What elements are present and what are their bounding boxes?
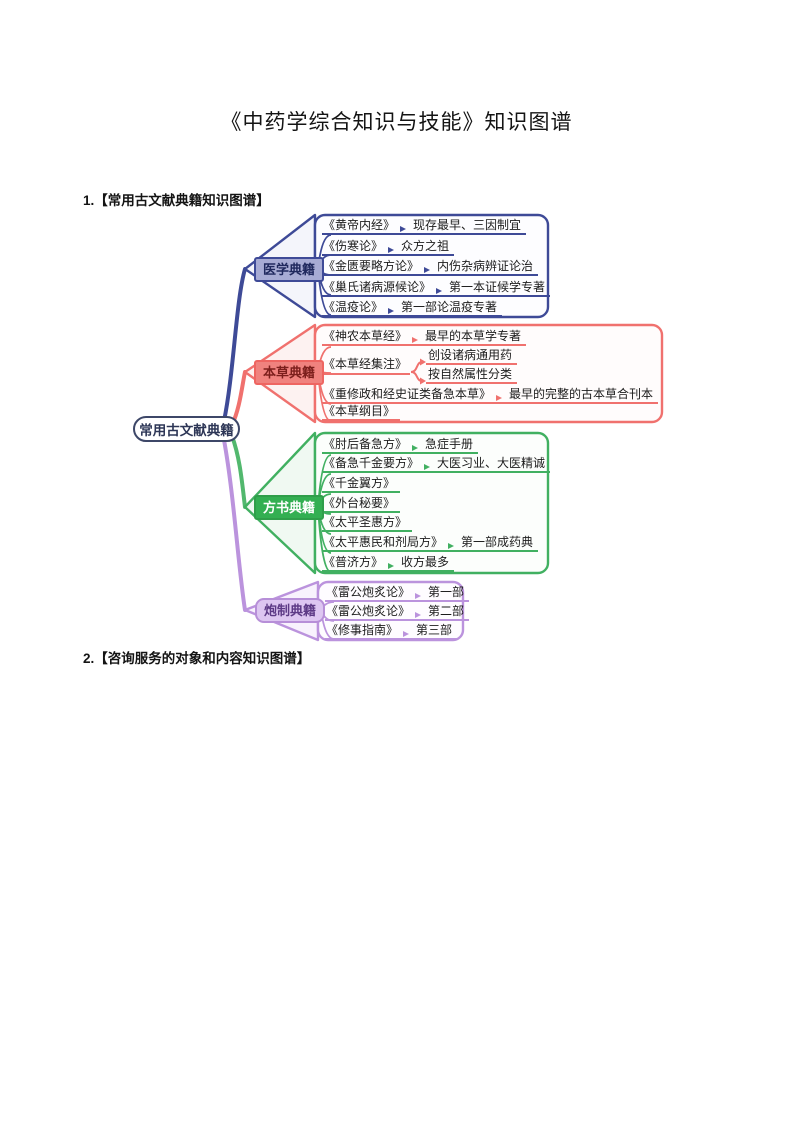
arrow-icon	[424, 464, 431, 471]
item-title: 《巢氏诸病源候论》	[323, 279, 432, 294]
arrow-icon	[400, 226, 407, 233]
root-node: 常用古文献典籍	[133, 416, 240, 442]
arrow-icon	[388, 246, 395, 253]
arrow-icon	[412, 337, 419, 343]
arrow-icon	[424, 267, 431, 274]
fork-icon	[410, 358, 427, 385]
map-item: 《金匮要略方论》 内伤杂病辨证论治	[322, 256, 539, 277]
items-prescription: 《肘后备急方》 急症手册 《备急千金要方》 大医习业、大医精诚 《千金翼方》 《…	[322, 434, 551, 572]
map-item: 《太平惠民和剂局方》 第一部成药典	[322, 532, 539, 553]
item-desc: 按自然属性分类	[426, 365, 518, 384]
item-desc: 急症手册	[425, 436, 474, 451]
item-desc: 现存最早、三因制宜	[413, 218, 522, 233]
arrow-icon	[436, 287, 443, 294]
section-heading-2: 2.【咨询服务的对象和内容知识图谱】	[83, 651, 311, 666]
item-desc: 第三部	[416, 623, 453, 637]
map-item: 《修事指南》 第三部	[325, 621, 458, 640]
item-desc: 最早的完整的古本草合刊本	[509, 387, 654, 401]
item-title: 《神农本草经》	[323, 329, 408, 343]
item-desc: 第一部	[428, 585, 465, 599]
map-item: 《本草经集注》 创设诸病通用药 按自然属性分类	[322, 346, 518, 385]
arrow-icon	[412, 444, 419, 451]
arrow-icon	[415, 612, 422, 618]
map-item: 《神农本草经》 最早的本草学专著	[322, 326, 527, 346]
item-desc: 最早的本草学专著	[425, 329, 522, 343]
branch-curve-processing	[222, 438, 247, 612]
item-desc: 第一部论温疫专著	[401, 299, 498, 314]
page-title: 《中药学综合知识与技能》知识图谱	[220, 110, 573, 134]
item-desc: 第二部	[428, 604, 465, 618]
map-item: 《重修政和经史证类备急本草》 最早的完整的古本草合刊本	[322, 384, 659, 404]
item-title: 《雷公炮炙论》	[326, 604, 411, 618]
item-title: 《伤寒论》	[323, 238, 384, 253]
section-heading-1: 1.【常用古文献典籍知识图谱】	[83, 193, 270, 208]
item-title: 《本草经集注》	[322, 356, 411, 375]
map-item: 《普济方》 收方最多	[322, 552, 455, 572]
item-title: 《重修政和经史证类备急本草》	[323, 387, 492, 401]
items-processing: 《雷公炮炙论》 第一部 《雷公炮炙论》 第二部 《修事指南》 第三部	[325, 583, 470, 640]
items-herbal: 《神农本草经》 最早的本草学专著 《本草经集注》 创设诸病通用药 按自然属性分类…	[322, 326, 659, 421]
map-item: 《黄帝内经》 现存最早、三因制宜	[322, 215, 527, 236]
item-title: 《修事指南》	[326, 623, 399, 637]
item-title: 《本草纲目》	[323, 404, 396, 418]
map-item: 《本草纲目》	[322, 404, 401, 421]
item-title: 《雷公炮炙论》	[326, 585, 411, 599]
branch-label-processing: 炮制典籍	[255, 598, 325, 623]
map-item: 《巢氏诸病源候论》 第一本证候学专著	[322, 276, 551, 297]
item-title: 《千金翼方》	[323, 476, 396, 491]
item-desc: 众方之祖	[401, 238, 450, 253]
item-title: 《金匮要略方论》	[323, 259, 420, 274]
items-medical: 《黄帝内经》 现存最早、三因制宜 《伤寒论》 众方之祖 《金匮要略方论》 内伤杂…	[322, 215, 551, 317]
item-desc: 第一部成药典	[461, 535, 534, 550]
item-title: 《肘后备急方》	[323, 436, 408, 451]
item-desc-group: 创设诸病通用药 按自然属性分类	[426, 346, 518, 384]
arrow-icon	[496, 395, 503, 401]
map-item: 《雷公炮炙论》 第二部	[325, 602, 470, 621]
item-desc: 创设诸病通用药	[426, 346, 518, 365]
branch-curve-prescription	[230, 434, 247, 509]
item-title: 《太平圣惠方》	[323, 515, 408, 530]
map-item: 《太平圣惠方》	[322, 513, 413, 533]
branch-curve-medical	[222, 267, 247, 423]
arrow-icon	[415, 593, 422, 599]
item-title: 《外台秘要》	[323, 495, 396, 510]
item-desc: 第一本证候学专著	[449, 279, 546, 294]
map-item: 《千金翼方》	[322, 473, 401, 494]
branch-label-medical: 医学典籍	[254, 257, 324, 282]
branch-label-herbal: 本草典籍	[254, 360, 324, 385]
map-item: 《备急千金要方》 大医习业、大医精诚	[322, 454, 551, 474]
arrow-icon	[388, 307, 395, 314]
branch-label-prescription: 方书典籍	[254, 495, 324, 520]
item-title: 《普济方》	[323, 554, 384, 569]
arrow-icon	[403, 631, 410, 637]
item-title: 《太平惠民和剂局方》	[323, 535, 444, 550]
item-desc: 收方最多	[401, 554, 450, 569]
item-title: 《黄帝内经》	[323, 218, 396, 233]
item-desc: 大医习业、大医精诚	[437, 456, 546, 471]
item-title: 《温疫论》	[323, 299, 384, 314]
map-item: 《肘后备急方》 急症手册	[322, 434, 479, 454]
arrow-icon	[388, 562, 395, 569]
map-item: 《外台秘要》	[322, 493, 401, 513]
map-item: 《雷公炮炙论》 第一部	[325, 583, 470, 602]
item-title: 《备急千金要方》	[323, 456, 420, 471]
arrow-icon	[448, 543, 455, 550]
map-item: 《伤寒论》 众方之祖	[322, 235, 455, 256]
map-item: 《温疫论》 第一部论温疫专著	[322, 297, 503, 317]
item-desc: 内伤杂病辨证论治	[437, 259, 534, 274]
